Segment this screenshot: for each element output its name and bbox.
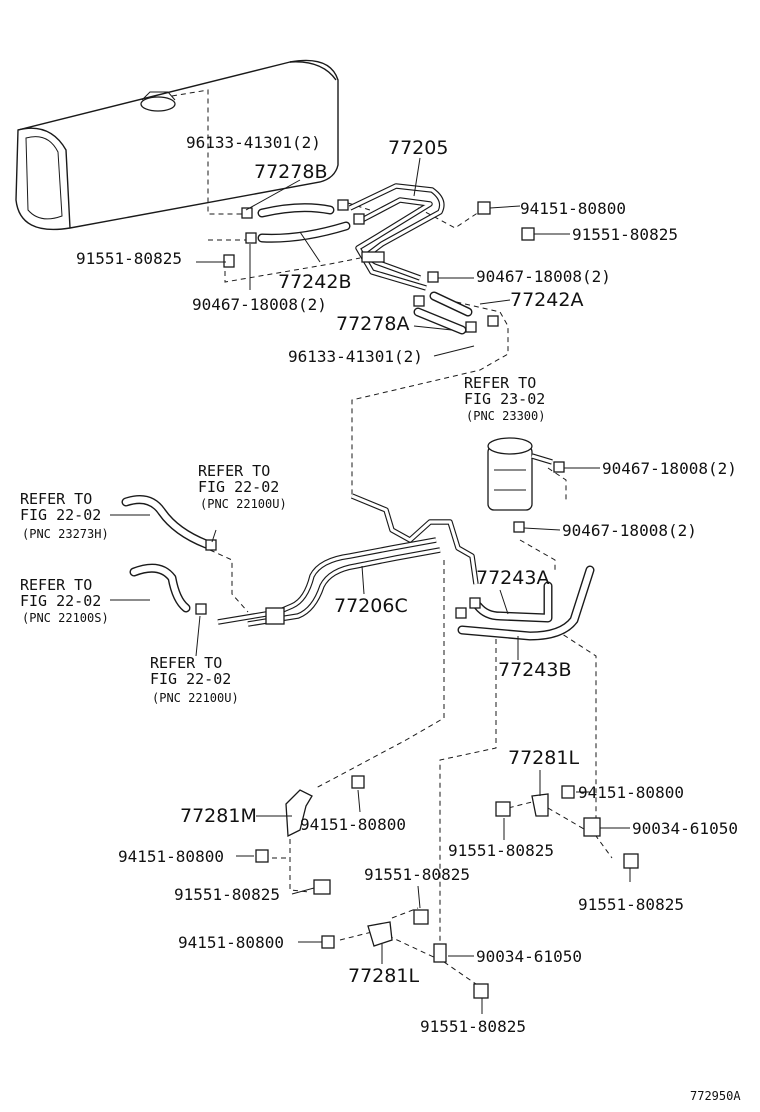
hoses-77243 <box>455 565 595 641</box>
label-77278A: 77278A <box>336 313 409 335</box>
svg-text:(PNC 22100S): (PNC 22100S) <box>22 611 109 625</box>
svg-text:(PNC 22100U): (PNC 22100U) <box>200 497 287 511</box>
label-77281L-a: 77281L <box>508 747 579 769</box>
ref-fig22-bottom: REFER TO FIG 22-02 (PNC 22100U) <box>150 654 239 705</box>
label-91551-b: 91551-80825 <box>448 841 554 860</box>
label-91551-f: 91551-80825 <box>420 1017 526 1036</box>
fuel-filter <box>487 437 565 533</box>
label-90034-b: 90034-61050 <box>476 947 582 966</box>
label-91551-d: 91551-80825 <box>174 885 280 904</box>
svg-text:REFER TO: REFER TO <box>464 374 536 392</box>
label-90467-a: 90467-18008(2) <box>476 267 611 286</box>
svg-text:FIG 23-02: FIG 23-02 <box>464 390 545 408</box>
label-77278B: 77278B <box>254 161 327 183</box>
pipe-77205 <box>348 183 445 291</box>
svg-text:REFER TO: REFER TO <box>198 462 270 480</box>
label-77243B: 77243B <box>498 659 571 681</box>
label-96133-bot: 96133-41301(2) <box>288 347 423 366</box>
label-94151-d: 94151-80800 <box>118 847 224 866</box>
hoses-left <box>121 495 217 615</box>
fuel-tank <box>15 59 339 231</box>
label-91551-left: 91551-80825 <box>76 249 182 268</box>
svg-text:(PNC 23300): (PNC 23300) <box>466 409 545 423</box>
label-90034-a: 90034-61050 <box>632 819 738 838</box>
svg-text:(PNC 22100U): (PNC 22100U) <box>152 691 239 705</box>
diagram-id: 772950A <box>690 1089 741 1103</box>
label-77281M: 77281M <box>180 805 257 827</box>
hoses-upper <box>257 203 473 335</box>
label-91551-e: 91551-80825 <box>578 895 684 914</box>
label-94151-e: 94151-80800 <box>178 933 284 952</box>
ref-fig23: REFER TO FIG 23-02 (PNC 23300) <box>464 374 545 423</box>
label-91551-a: 91551-80825 <box>572 225 678 244</box>
ref-fig22-left1: REFER TO FIG 22-02 (PNC 23273H) <box>20 490 109 541</box>
svg-text:FIG 22-02: FIG 22-02 <box>150 670 231 688</box>
label-91551-c: 91551-80825 <box>364 865 470 884</box>
svg-text:REFER TO: REFER TO <box>20 490 92 508</box>
label-94151-a: 94151-80800 <box>520 199 626 218</box>
label-94151-b: 94151-80800 <box>578 783 684 802</box>
label-90467-c: 90467-18008(2) <box>602 459 737 478</box>
label-leaders <box>110 157 631 1014</box>
label-77242B: 77242B <box>278 271 351 293</box>
ref-fig22-top: REFER TO FIG 22-02 (PNC 22100U) <box>198 462 287 511</box>
label-77242A: 77242A <box>510 289 583 311</box>
brackets-lower <box>255 775 639 999</box>
part-labels: 96133-41301(2) 77278B 77205 94151-80800 … <box>76 133 738 1036</box>
label-77206C: 77206C <box>334 595 408 617</box>
svg-text:FIG 22-02: FIG 22-02 <box>198 478 279 496</box>
svg-text:FIG 22-02: FIG 22-02 <box>20 592 101 610</box>
label-77243A: 77243A <box>476 567 549 589</box>
label-90467-b: 90467-18008(2) <box>192 295 327 314</box>
label-94151-c: 94151-80800 <box>300 815 406 834</box>
svg-text:REFER TO: REFER TO <box>20 576 92 594</box>
label-77281L-b: 77281L <box>348 965 419 987</box>
label-77205: 77205 <box>388 137 448 159</box>
svg-text:REFER TO: REFER TO <box>150 654 222 672</box>
svg-text:FIG 22-02: FIG 22-02 <box>20 506 101 524</box>
svg-text:(PNC 23273H): (PNC 23273H) <box>22 527 109 541</box>
label-90467-d: 90467-18008(2) <box>562 521 697 540</box>
pipe-77206C <box>217 493 479 627</box>
label-96133-top: 96133-41301(2) <box>186 133 321 152</box>
ref-fig22-left2: REFER TO FIG 22-02 (PNC 22100S) <box>20 576 109 625</box>
